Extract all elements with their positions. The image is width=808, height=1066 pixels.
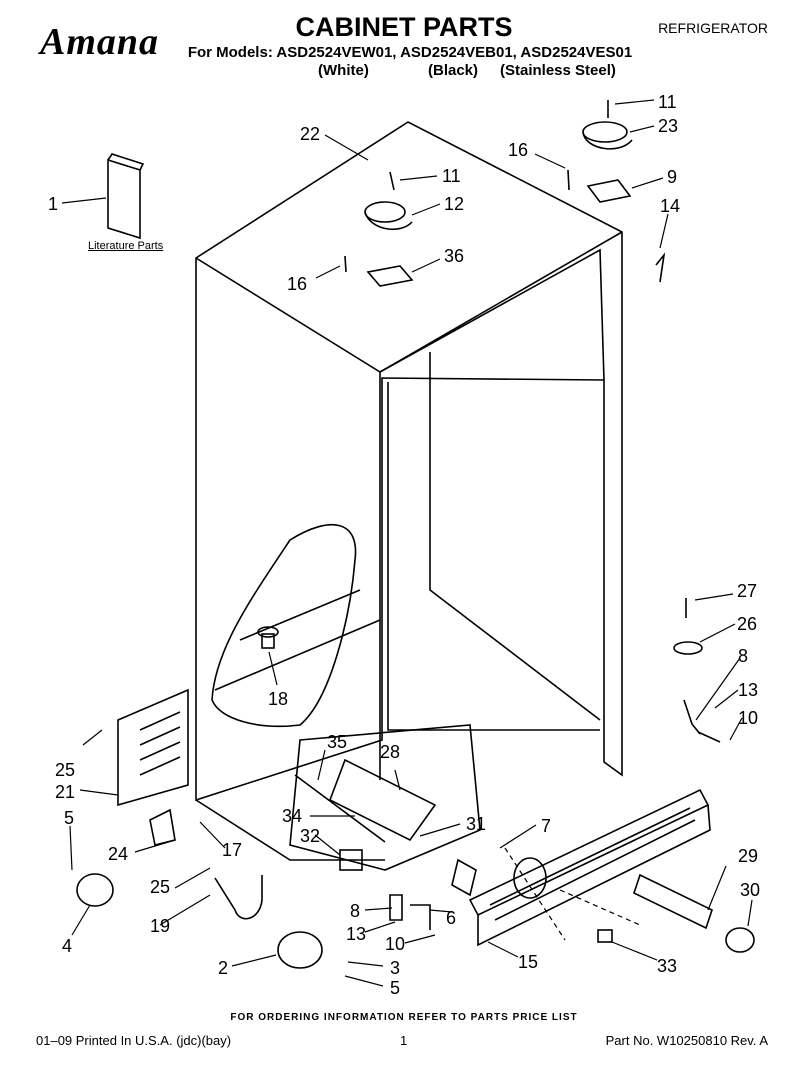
literature-booklet — [107, 158, 141, 240]
toe-grille — [468, 788, 710, 917]
callout-36: 36 — [444, 246, 464, 266]
hinge-bracket-9 — [586, 179, 632, 203]
page-title: CABINET PARTS — [295, 12, 513, 42]
brand-logo: Amana — [40, 21, 160, 63]
finish-stainless: (Stainless Steel) — [500, 62, 616, 79]
callout-2: 2 — [218, 958, 228, 978]
callout-labels: 1 22 11 12 16 36 11 23 16 9 14 27 26 8 1… — [48, 92, 760, 998]
callout-25: 25 — [150, 877, 170, 897]
callout-22: 22 — [300, 124, 320, 144]
callout-19: 19 — [150, 916, 170, 936]
callout-5: 5 — [64, 808, 74, 828]
hinge-cover-23 — [582, 121, 628, 143]
callout-7: 7 — [541, 816, 551, 836]
callout-6: 6 — [446, 908, 456, 928]
ordering-note: FOR ORDERING INFORMATION REFER TO PARTS … — [230, 1012, 578, 1023]
callout-14: 14 — [660, 196, 680, 216]
callout-32: 32 — [300, 826, 320, 846]
callout-17: 17 — [222, 840, 242, 860]
callout-11: 11 — [658, 92, 677, 112]
callout-33: 33 — [657, 956, 677, 976]
hinge-cover-12 — [364, 201, 406, 223]
callout-35: 35 — [327, 732, 347, 752]
print-info: 01–09 Printed In U.S.A. (jdc)(bay) — [36, 1033, 232, 1048]
callout-1: 1 — [48, 194, 58, 214]
models-line: For Models: ASD2524VEW01, ASD2524VEB01, … — [187, 44, 633, 61]
product-category: REFRIGERATOR — [658, 20, 768, 36]
cabinet-shell — [195, 121, 623, 802]
callout-31: 31 — [466, 814, 486, 834]
callout-30: 30 — [740, 880, 760, 900]
callout-5: 5 — [390, 978, 400, 998]
callout-21: 21 — [55, 782, 75, 802]
callout-23: 23 — [658, 116, 678, 136]
callout-16: 16 — [508, 140, 528, 160]
part-number: Part No. W10250810 Rev. A — [605, 1033, 768, 1048]
finish-white: (White) — [318, 62, 369, 79]
callout-12: 12 — [444, 194, 464, 214]
page-number: 1 — [400, 1033, 408, 1048]
callout-16: 16 — [287, 274, 307, 294]
rear-access-panel — [117, 688, 189, 807]
callout-3: 3 — [390, 958, 400, 978]
callout-15: 15 — [518, 952, 538, 972]
callout-10: 10 — [738, 708, 758, 728]
finish-black: (Black) — [428, 62, 479, 79]
callout-34: 34 — [282, 806, 302, 826]
callout-24: 24 — [108, 844, 128, 864]
callout-13: 13 — [346, 924, 366, 944]
callout-25: 25 — [55, 760, 75, 780]
callout-11: 11 — [442, 166, 461, 186]
callout-4: 4 — [62, 936, 72, 956]
callout-28: 28 — [380, 742, 400, 762]
callout-13: 13 — [738, 680, 758, 700]
water-filter — [633, 873, 713, 930]
callout-10: 10 — [385, 934, 405, 954]
callout-8: 8 — [738, 646, 748, 666]
callout-29: 29 — [738, 846, 758, 866]
callout-27: 27 — [737, 581, 757, 601]
callout-8: 8 — [350, 901, 360, 921]
literature-parts-label: Literature Parts — [88, 240, 164, 252]
hinge-bracket-36 — [366, 265, 414, 287]
callout-9: 9 — [667, 167, 677, 187]
callout-18: 18 — [268, 689, 288, 709]
callout-26: 26 — [737, 614, 757, 634]
